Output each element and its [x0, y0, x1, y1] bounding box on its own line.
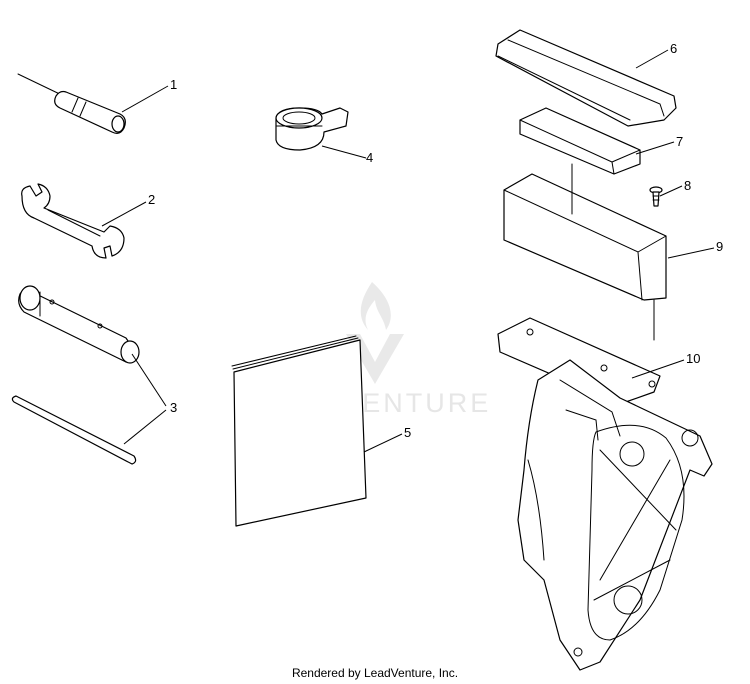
screwdriver-part	[17, 73, 126, 134]
battery-box-part	[503, 163, 667, 341]
leader-lines	[101, 49, 715, 453]
socket-wrench-part	[18, 285, 140, 364]
foam-pad-part	[519, 107, 641, 175]
callout-9: 9	[716, 239, 723, 254]
callout-10: 10	[686, 351, 700, 366]
callout-6: 6	[670, 41, 677, 56]
flame-logo-icon	[360, 282, 391, 330]
callout-8: 8	[684, 178, 691, 193]
footer-credit: Rendered by LeadVenture, Inc.	[291, 666, 459, 680]
wrench-part	[21, 183, 125, 259]
callout-3: 3	[170, 400, 177, 415]
callout-2: 2	[148, 192, 155, 207]
callout-7: 7	[676, 134, 683, 149]
tape-roll-part	[275, 107, 349, 151]
chaincase-bracket-part	[497, 317, 713, 671]
battery-lid-part	[495, 29, 677, 127]
callout-4: 4	[366, 150, 373, 165]
screw-part	[649, 186, 663, 207]
callout-5: 5	[404, 425, 411, 440]
manual-part	[231, 335, 367, 527]
callout-1: 1	[170, 77, 177, 92]
callout-labels: 1 2 3 4 5 6 7 8 9 10	[148, 41, 723, 440]
tommy-bar-part	[11, 395, 137, 465]
